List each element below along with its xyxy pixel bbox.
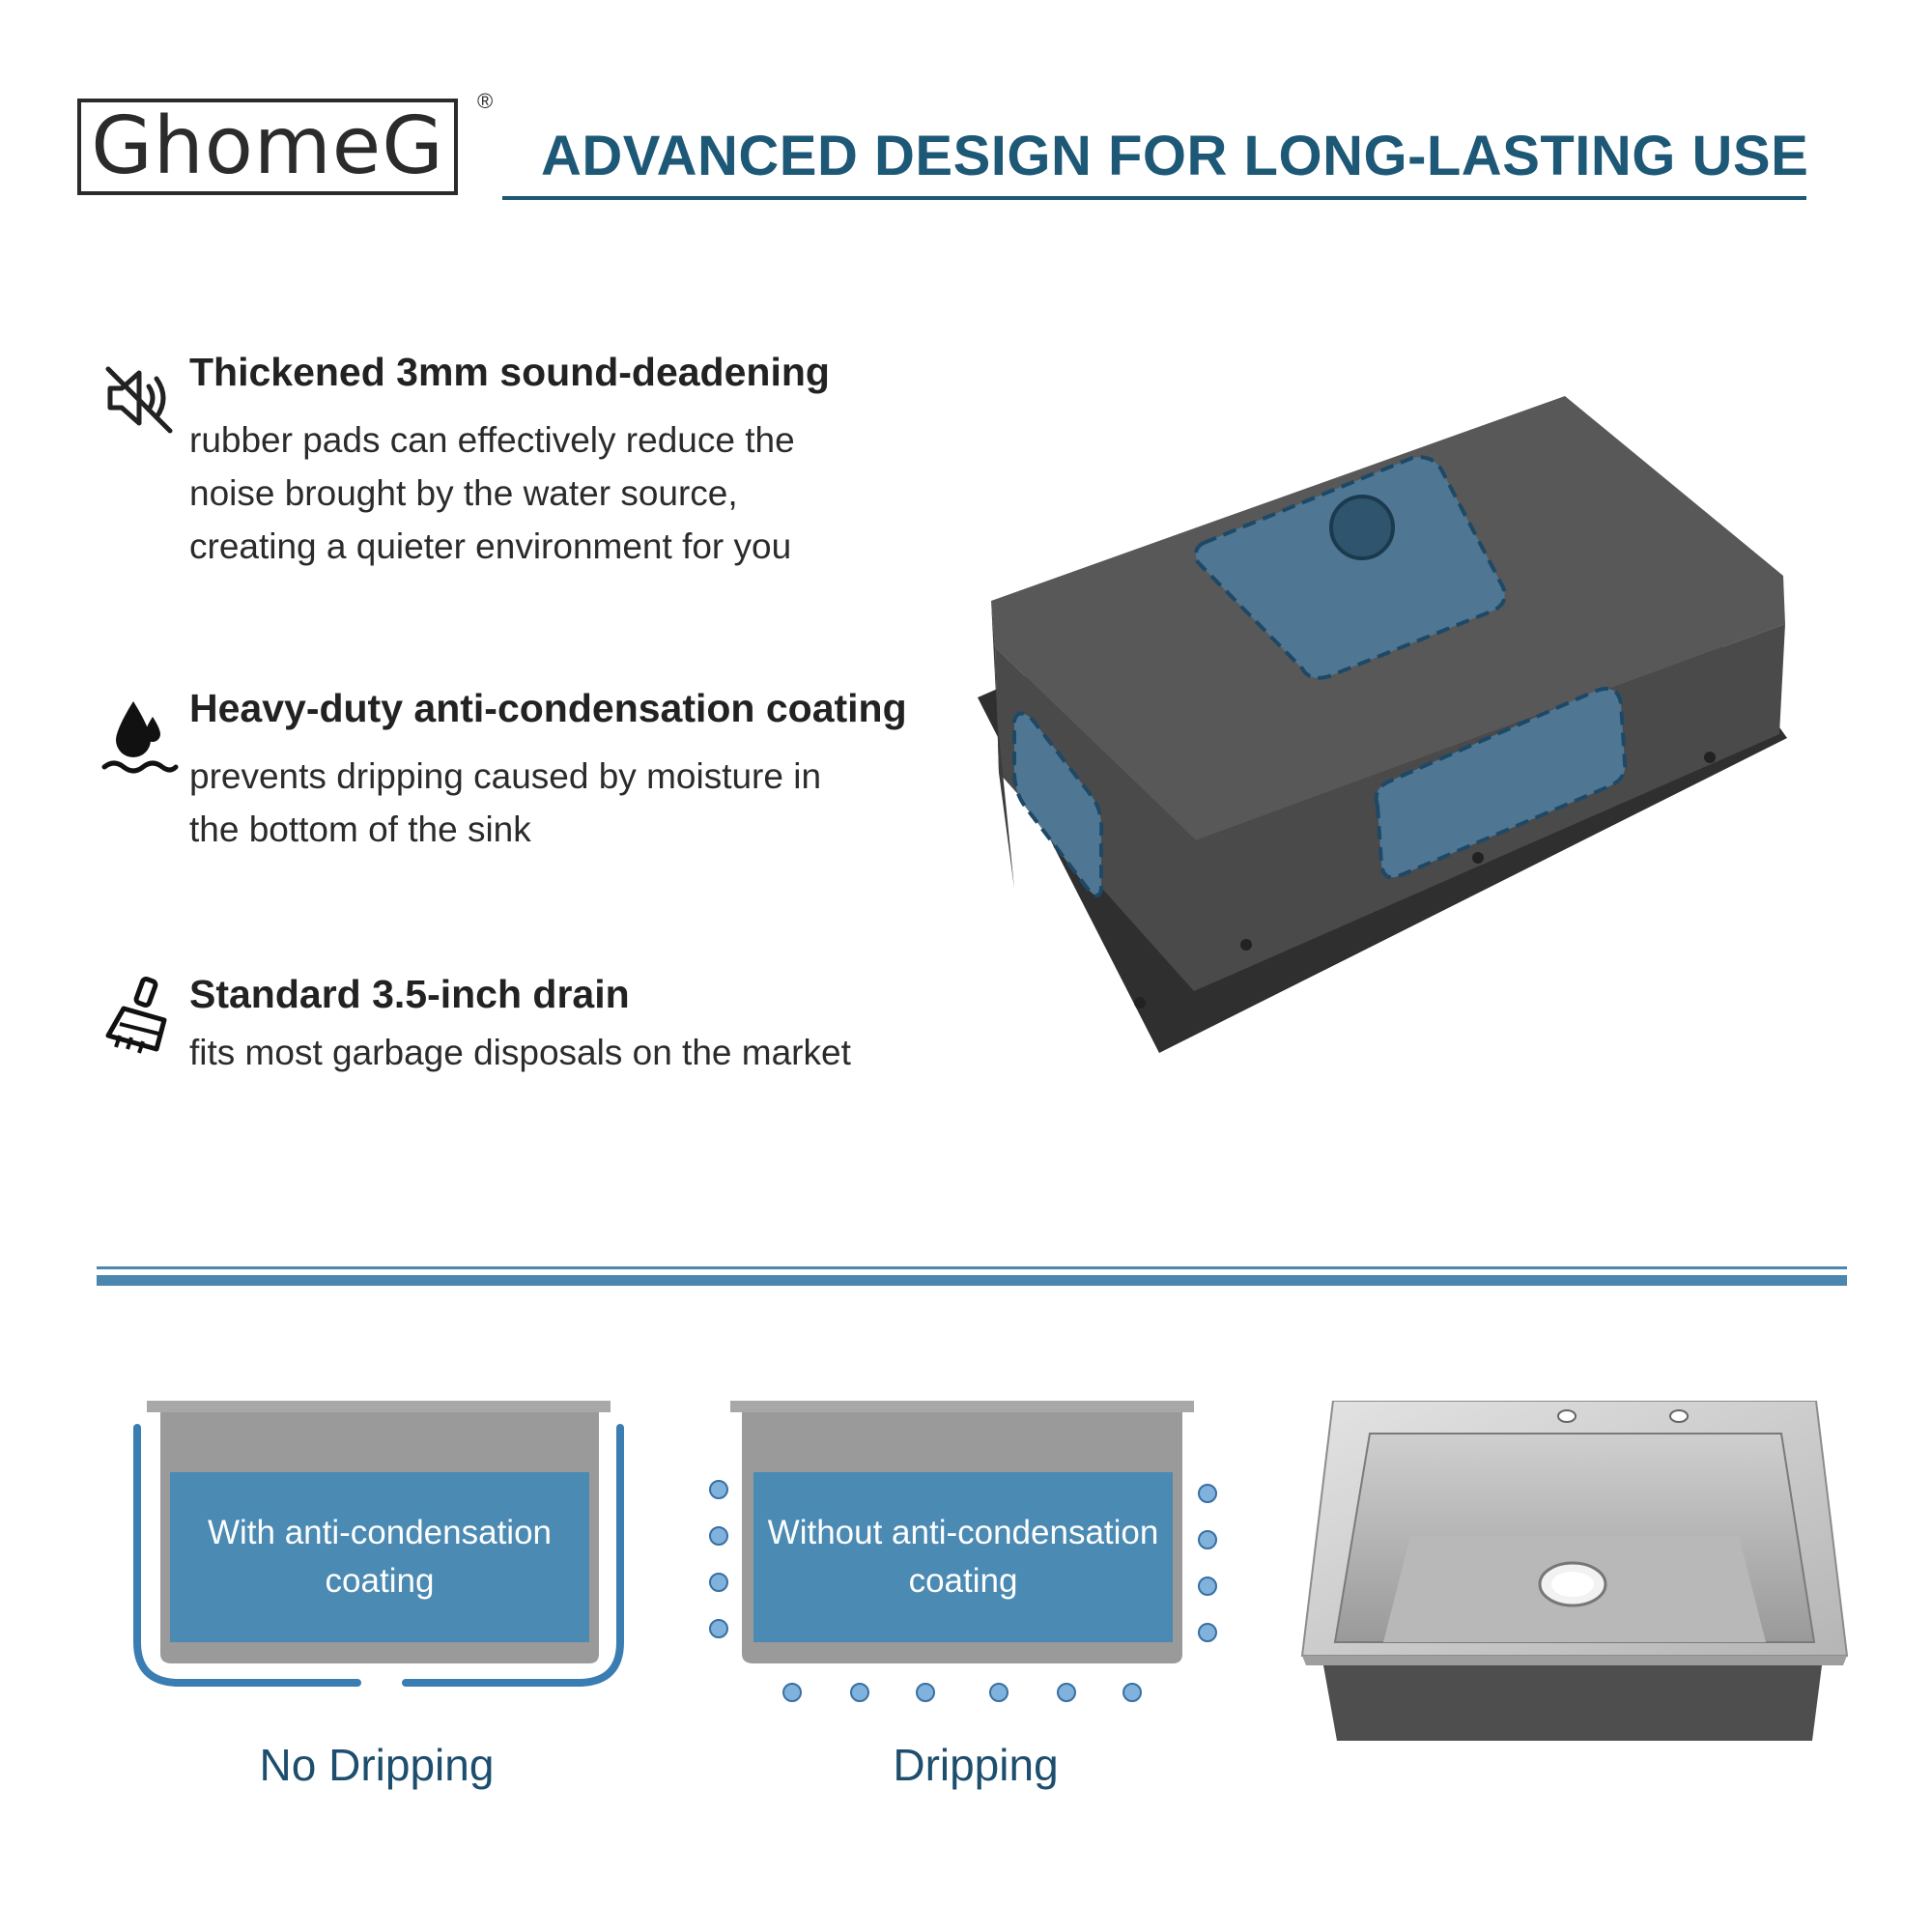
feature-sound-deadening: Thickened 3mm sound-deadening rubber pad… [100, 350, 970, 582]
sink-underside-image [978, 396, 1787, 1053]
section-divider [97, 1275, 1847, 1286]
feature-description: rubber pads can effectively reduce the n… [189, 413, 795, 573]
brand-logo-text: GhomeG [91, 100, 444, 192]
feature-title: Heavy-duty anti-condensation coating [189, 686, 907, 730]
without-coating-label: Without anti-condensation coating [767, 1514, 1159, 1600]
feature-description-line: rubber pads can effectively reduce the [189, 420, 795, 460]
feature-description-line: creating a quieter environment for you [189, 526, 792, 566]
with-coating-label-box: With anti-condensation coating [170, 1472, 589, 1642]
feature-title: Thickened 3mm sound-deadening [189, 350, 830, 394]
dripping-caption: Dripping [893, 1740, 1059, 1790]
brush-icon [105, 977, 167, 1054]
feature-description: fits most garbage disposals on the marke… [189, 1026, 851, 1079]
page-title: ADVANCED DESIGN FOR LONG-LASTING USE [541, 125, 1809, 187]
sink-top-view-image [1300, 1401, 1849, 1741]
feature-description-line: fits most garbage disposals on the marke… [189, 1033, 851, 1072]
feature-description-line: noise brought by the water source, [189, 473, 738, 513]
with-coating-label: With anti-condensation coating [207, 1514, 553, 1600]
feature-anti-condensation: Heavy-duty anti-condensation coating pre… [100, 686, 970, 869]
no-dripping-caption: No Dripping [259, 1740, 495, 1790]
brand-logo: GhomeG [77, 99, 458, 195]
sound-muted-icon [105, 366, 173, 434]
feature-drain: Standard 3.5-inch drain fits most garbag… [100, 972, 970, 1107]
without-coating-label-box: Without anti-condensation coating [753, 1472, 1173, 1642]
water-drop-icon [101, 701, 179, 774]
feature-description-line: the bottom of the sink [189, 810, 531, 849]
registered-mark: ® [477, 89, 494, 113]
droplet-group [709, 1480, 1217, 1702]
feature-title: Standard 3.5-inch drain [189, 972, 630, 1016]
title-underline [502, 196, 1806, 200]
feature-description: prevents dripping caused by moisture in … [189, 750, 821, 856]
section-divider [97, 1266, 1847, 1269]
feature-description-line: prevents dripping caused by moisture in [189, 756, 822, 796]
